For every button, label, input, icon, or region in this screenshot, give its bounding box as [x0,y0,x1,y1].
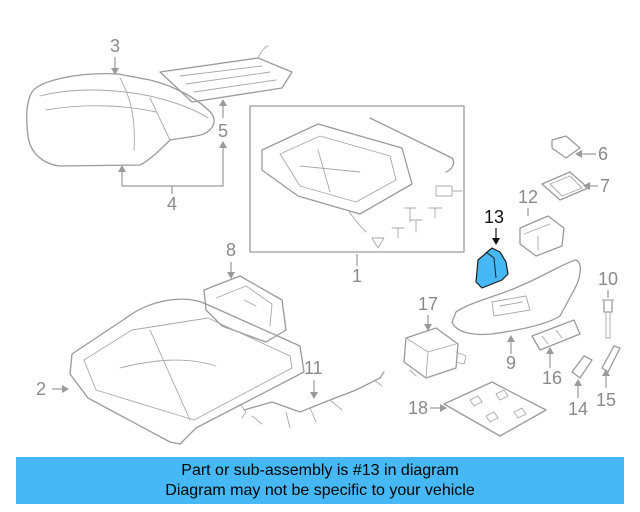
arrow-3 [111,68,119,75]
callout-14: 14 [568,399,588,419]
part-6-clip [551,135,581,159]
part-3-cushion-pad [26,73,215,167]
callout-3: 3 [110,36,120,56]
callout-1: 1 [352,266,362,286]
arrow-4-left [118,165,126,172]
callout-17: 17 [418,294,438,314]
part-2-track-frame [69,298,305,445]
arrow-2 [62,385,69,393]
part-17-module [403,327,467,379]
part-8-trim-cover [203,275,287,343]
callout-18: 18 [408,398,428,418]
part-9-side-shield [451,259,581,336]
callout-7: 7 [600,176,610,196]
info-banner: Part or sub-assembly is #13 in diagram D… [16,457,624,504]
banner-line-1: Part or sub-assembly is #13 in diagram [181,461,459,479]
callout-11: 11 [304,358,323,378]
leader-4-bracket [121,142,224,187]
arrow-5 [219,99,227,106]
part-11-wire-harness [239,371,385,429]
part-1-seat-frame [261,123,413,233]
arrow-8 [227,272,235,279]
callout-15: 15 [596,390,616,410]
part-7-bezel [541,171,589,201]
part-18-pad [443,381,547,437]
part-15-cover-strip [601,345,621,373]
part-1-frame-box [249,105,465,253]
arrow-7 [583,182,590,190]
arrow-14 [574,379,582,386]
callout-5: 5 [218,121,228,141]
part-10-bolt [601,299,615,339]
arrow-15 [602,369,610,376]
banner-line-2: Diagram may not be specific to your vehi… [165,481,475,499]
callout-6: 6 [598,144,608,164]
callout-10: 10 [598,269,618,289]
arrow-9 [507,335,515,342]
part-13-bracket-highlighted [475,247,509,289]
arrow-16 [546,347,554,354]
callout-16: 16 [542,368,562,388]
arrow-18 [440,404,447,412]
parts-diagram: 3 5 4 1 6 7 [26,36,621,445]
arrow-13 [492,238,500,245]
arrow-11 [310,392,318,399]
callout-4: 4 [167,194,177,214]
part-16-knob [531,319,581,351]
part-5-heater-mat [159,45,293,103]
callout-2: 2 [36,379,46,399]
arrow-6 [575,150,582,158]
part-12-switch [519,215,565,257]
callout-12: 12 [518,187,538,207]
part-14-cap [571,355,593,379]
callout-8: 8 [226,240,236,260]
arrow-17 [424,324,432,331]
callout-13: 13 [484,207,504,227]
arrow-4-right [219,141,227,148]
callout-9: 9 [506,353,516,373]
frame-rod-and-bolts [369,117,463,249]
